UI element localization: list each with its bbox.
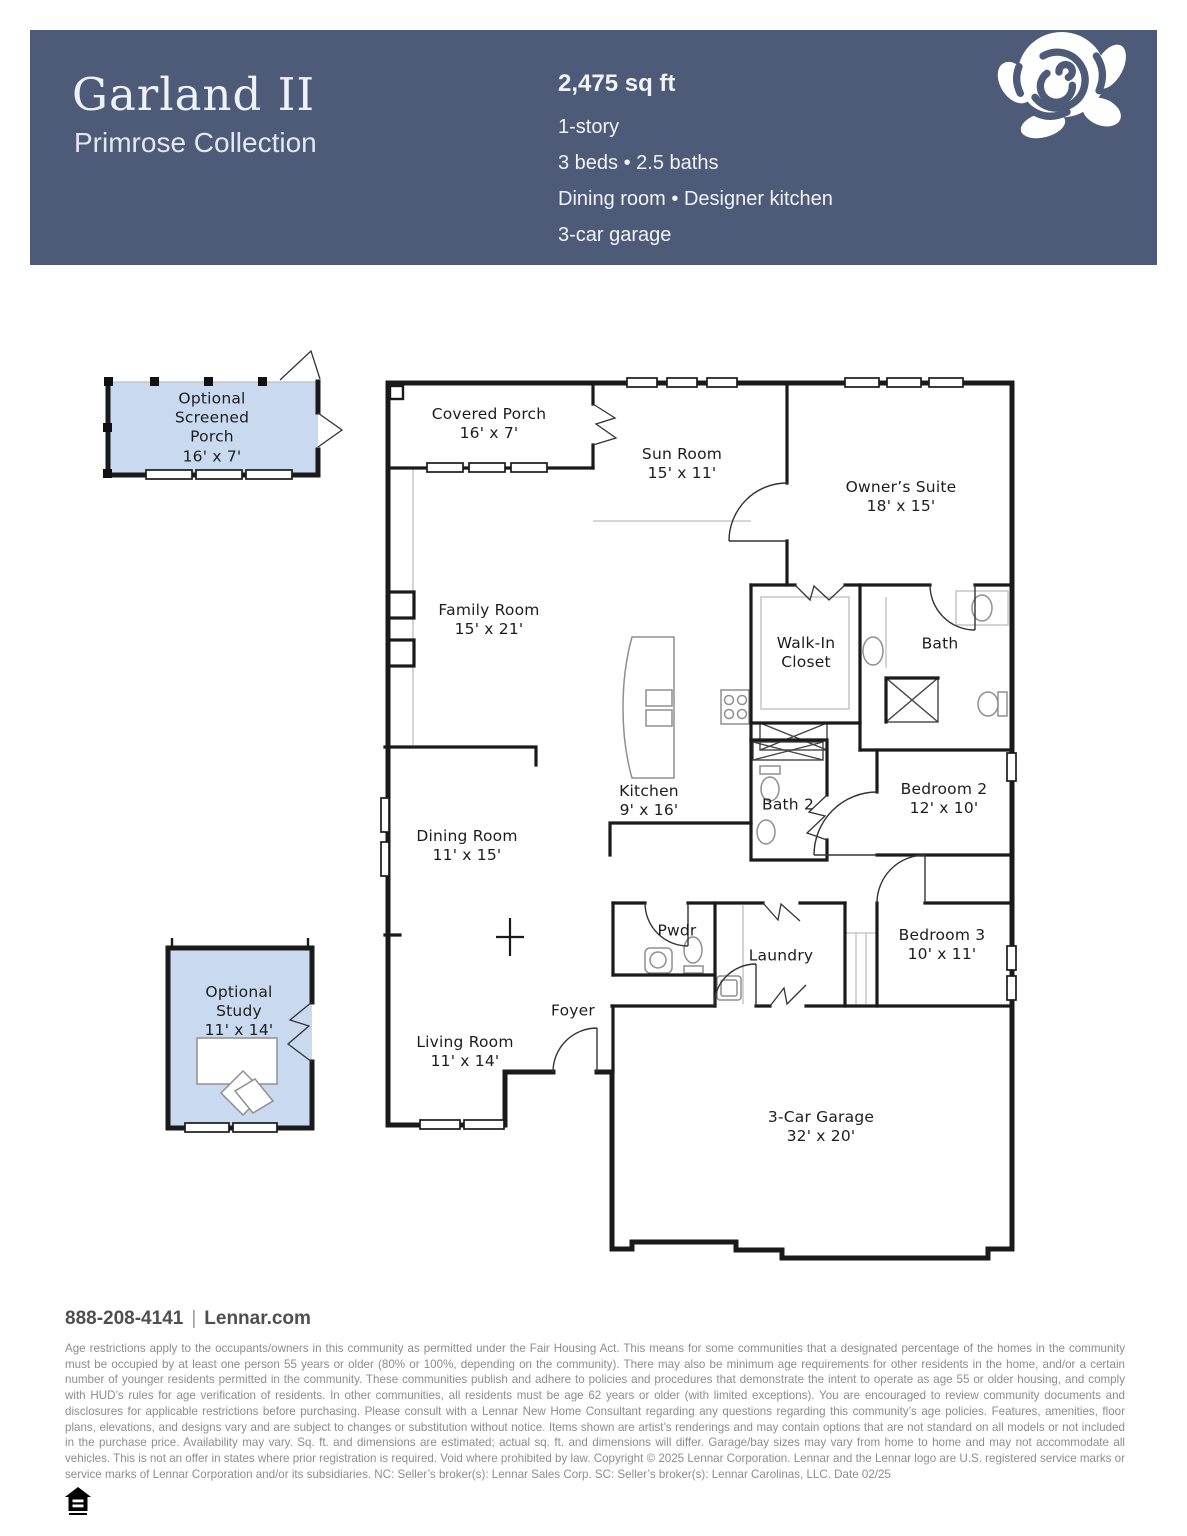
room-label-owners-suite: Owner’s Suite 18' x 15' <box>845 477 957 515</box>
fixtures <box>196 594 1008 1117</box>
room-label-bedroom-2: Bedroom 2 12' x 10' <box>900 779 988 817</box>
study-wall-stubs <box>170 938 310 948</box>
room-label-family-room: Family Room 15' x 21' <box>438 600 540 638</box>
collection-subtitle: Primrose Collection <box>74 127 317 158</box>
spec-rooms: Dining room • Designer kitchen <box>558 188 833 210</box>
room-label-foyer: Foyer <box>551 1001 595 1020</box>
room-label-sun-room: Sun Room 15' x 11' <box>641 444 723 482</box>
room-label-dining-room: Dining Room 11' x 15' <box>416 826 518 864</box>
legal-disclaimer: Age restrictions apply to the occupants/… <box>65 1342 1125 1481</box>
room-label-bedroom-3: Bedroom 3 10' x 11' <box>898 925 986 963</box>
phone-number[interactable]: 888-208-4141 <box>65 1308 184 1329</box>
room-label-optional-screened-porch: Optional Screened Porch 16' x 7' <box>174 389 250 466</box>
porch-posts <box>103 377 267 478</box>
equal-housing-logo <box>65 1487 91 1515</box>
room-label-garage: 3-Car Garage 32' x 20' <box>767 1107 875 1145</box>
room-label-walk-in-closet: Walk-In Closet <box>776 633 836 671</box>
room-label-pwdr: Pwdr <box>657 921 697 940</box>
exterior-walls <box>105 379 1015 1261</box>
room-label-bath: Bath <box>921 634 959 653</box>
rose-icon <box>997 32 1126 139</box>
shower-linen-boxes <box>752 677 939 761</box>
room-label-optional-study: Optional Study 11' x 14' <box>204 983 274 1040</box>
separator: | <box>191 1308 197 1329</box>
header-band: Garland II Primrose Collection 2,475 sq … <box>30 30 1157 265</box>
cased-opening-marks <box>496 918 524 956</box>
website-link[interactable]: Lennar.com <box>204 1308 311 1329</box>
room-label-kitchen: Kitchen 9' x 16' <box>619 781 679 819</box>
opening-zigzags <box>279 349 846 1063</box>
room-label-laundry: Laundry <box>748 946 814 965</box>
door-arcs <box>552 482 976 1073</box>
spec-garage: 3-car garage <box>558 224 672 246</box>
spec-story: 1-story <box>558 116 620 138</box>
sqft-value: 2,475 sq ft <box>558 70 676 97</box>
page-title: Garland II <box>72 68 316 121</box>
windows <box>145 377 1017 1133</box>
spec-beds-baths: 3 beds • 2.5 baths <box>558 152 719 174</box>
room-label-covered-porch: Covered Porch 16' x 7' <box>431 404 547 442</box>
room-label-living-room: Living Room 11' x 14' <box>416 1032 514 1070</box>
contact-line: 888-208-4141 | Lennar.com <box>65 1308 311 1330</box>
porch-column <box>388 384 405 401</box>
room-label-bath-2: Bath 2 <box>761 795 815 814</box>
